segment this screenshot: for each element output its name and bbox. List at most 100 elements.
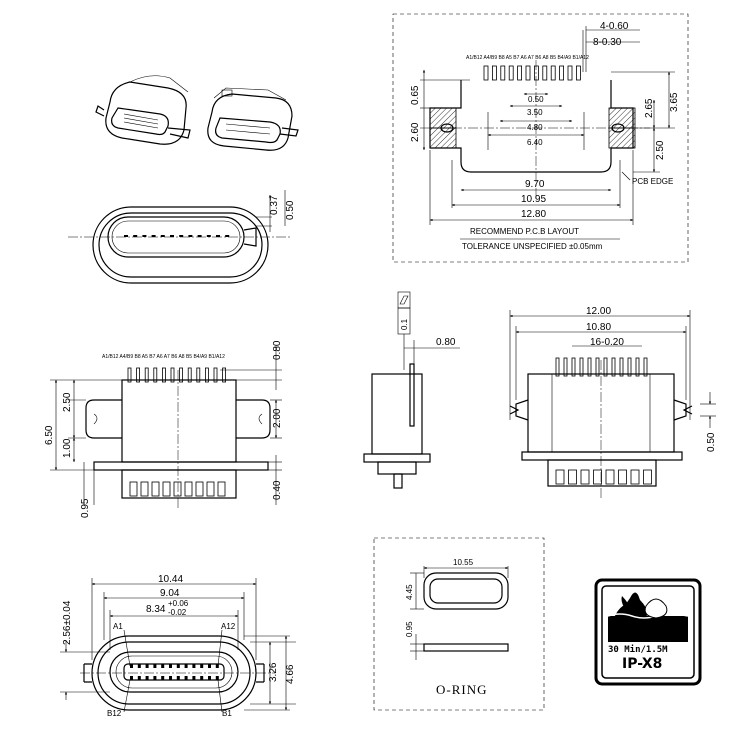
face-contact-bottom	[137, 676, 141, 680]
rear-pin	[595, 357, 600, 377]
pcb-signal-pad	[525, 65, 531, 81]
face-tol-plus: +0.06	[168, 599, 189, 608]
ip-rating: IP-X8	[622, 656, 662, 672]
rear-pin	[603, 357, 608, 377]
side-dim-080: 0.80	[436, 337, 456, 348]
rear-tooth	[593, 469, 602, 485]
oring-label: O-RING	[436, 682, 488, 697]
front-dim-040: 0.40	[272, 480, 283, 500]
front-pin	[213, 367, 218, 383]
face-dim-256: 2.56±0.04	[62, 600, 73, 645]
pcb-signal-pad	[534, 65, 539, 81]
front-view-nose	[121, 469, 237, 499]
face-contact-bottom	[169, 676, 172, 680]
front-tooth	[184, 481, 193, 497]
front-pin	[161, 367, 166, 383]
face-contact-bottom	[184, 676, 188, 680]
pcb-dim-8-030: 8-0.30	[593, 37, 622, 48]
rear-dim-050: 0.50	[706, 432, 717, 452]
iso-connector-angled	[207, 87, 299, 151]
pcb-signal-pad	[508, 65, 514, 81]
front-tooth	[206, 481, 215, 497]
front-dim-650: 6.50	[44, 425, 55, 445]
rear-pin	[619, 357, 624, 377]
face-label-a12: A12	[221, 622, 236, 631]
pcb-signal-pad	[483, 65, 489, 81]
face-contact-bottom	[200, 676, 204, 680]
pcb-dim-265: 2.65	[644, 98, 655, 118]
front-tooth	[173, 481, 182, 497]
contact-pad	[170, 235, 174, 237]
face-contact-bottom	[161, 676, 165, 680]
side-view-pin	[409, 363, 415, 427]
top-view-outer-body	[92, 206, 269, 284]
oring-frame	[373, 537, 545, 711]
oring-section	[423, 643, 509, 652]
top-view-contacts	[124, 235, 230, 237]
ip-condition: 30 Min/1.5M	[608, 644, 668, 655]
front-dim-100: 1.00	[62, 438, 73, 458]
face-dim-834: 8.34	[146, 604, 166, 615]
front-pin	[127, 367, 132, 383]
pcb-signal-pad	[517, 65, 522, 81]
face-contact-bottom	[208, 676, 211, 680]
rear-dim-1200: 12.00	[586, 306, 611, 317]
oring-outer	[423, 572, 509, 610]
pcb-layout-frame	[392, 13, 689, 263]
top-view: 0.37 0.50	[68, 190, 296, 284]
front-tooth	[195, 481, 204, 497]
pcb-layout: A1/B12 A4/B9 B8 A5 B7 A6 A7 B6 A8 B5 B4/…	[392, 13, 689, 263]
top-view-dim-050: 0.50	[285, 200, 296, 220]
pcb-signal-pad	[559, 65, 564, 81]
pcb-dim-065: 0.65	[410, 85, 421, 105]
side-flatness-value: 0.1	[400, 318, 409, 330]
front-pin	[153, 367, 158, 383]
pcb-signal-pad	[500, 65, 506, 81]
front-pin	[196, 367, 201, 383]
front-tooth	[129, 481, 138, 497]
rear-dim-1080: 10.80	[586, 322, 611, 333]
pcb-dim-1095: 10.95	[521, 194, 546, 205]
face-contact-top	[176, 664, 180, 668]
front-view: A1/B12 A4/B9 B8 A5 B7 A6 A7 B6 A8 B5 B4/…	[44, 340, 283, 518]
face-contact-bottom	[215, 676, 219, 680]
face-label-b12: B12	[107, 709, 122, 718]
oring-dim-1055: 10.55	[453, 558, 474, 567]
pcb-dim-350: 3.50	[527, 108, 543, 117]
contact-pad	[206, 235, 211, 237]
rear-tooth	[555, 469, 565, 485]
rear-pin	[587, 357, 592, 377]
rear-pin	[643, 357, 648, 377]
pcb-signal-pad	[576, 65, 581, 81]
pcb-layout-title: RECOMMEND P.C.B LAYOUT	[470, 227, 579, 236]
pcb-edge-label: PCB EDGE	[632, 177, 673, 186]
pcb-dim-250: 2.50	[655, 140, 666, 160]
face-contact-top	[200, 664, 204, 668]
rear-pin	[571, 357, 576, 377]
contact-pad	[151, 235, 156, 237]
contact-pad	[225, 235, 230, 237]
face-view-receptacle	[109, 651, 239, 693]
front-view-pins	[127, 367, 227, 383]
rear-pin	[563, 357, 568, 377]
water-waves-icon	[608, 616, 688, 642]
pcb-dim-050: 0.50	[528, 95, 544, 104]
face-dim-466: 4.66	[285, 664, 296, 684]
rear-view-pins	[555, 357, 648, 377]
rear-tooth	[568, 469, 577, 485]
front-pin	[144, 367, 149, 383]
front-pin	[170, 367, 175, 383]
front-view-body	[121, 379, 237, 463]
front-pin	[179, 367, 184, 383]
pcb-signal-pads	[483, 65, 581, 81]
face-contact-bottom	[192, 676, 196, 680]
rear-tooth	[580, 469, 590, 485]
face-contact-top	[208, 664, 211, 668]
front-dim-095: 0.95	[80, 498, 91, 518]
flatness-symbol-box	[397, 291, 411, 309]
rear-dim-16-020: 16-0.20	[590, 337, 624, 348]
pcb-signal-pad	[491, 65, 497, 81]
face-contact-top	[153, 664, 157, 668]
front-pin	[136, 367, 141, 383]
water-drop-icon	[614, 592, 648, 618]
